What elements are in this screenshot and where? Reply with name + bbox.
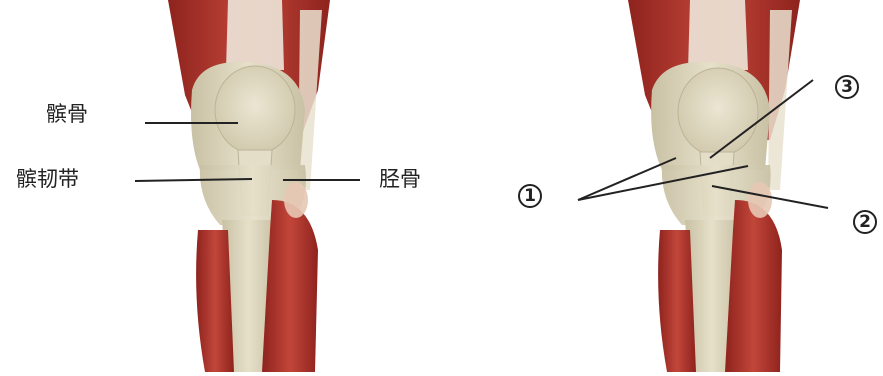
right-fibula-head xyxy=(748,182,772,218)
right-quadriceps-tendon xyxy=(688,0,748,70)
right-calf-muscle-left xyxy=(658,230,696,372)
right-iliotibial-band xyxy=(768,10,792,190)
left-quadriceps-tendon xyxy=(226,0,284,70)
marker-two: 2 xyxy=(853,210,877,234)
marker-one: 1 xyxy=(518,184,542,208)
leader-line-one-upper xyxy=(578,158,676,200)
left-fibula-head xyxy=(284,182,308,218)
label-tibia: 胫骨 xyxy=(379,169,421,190)
left-knee-illustration xyxy=(168,0,330,372)
marker-three: 3 xyxy=(835,75,859,99)
right-calf-muscle-right xyxy=(725,200,782,372)
right-patella xyxy=(678,68,758,156)
left-patella xyxy=(215,66,295,154)
left-calf-muscle-right xyxy=(262,200,318,372)
label-patella: 髌骨 xyxy=(46,104,88,125)
label-patellar-ligament: 髌韧带 xyxy=(16,169,79,190)
left-calf-muscle-left xyxy=(196,230,234,372)
